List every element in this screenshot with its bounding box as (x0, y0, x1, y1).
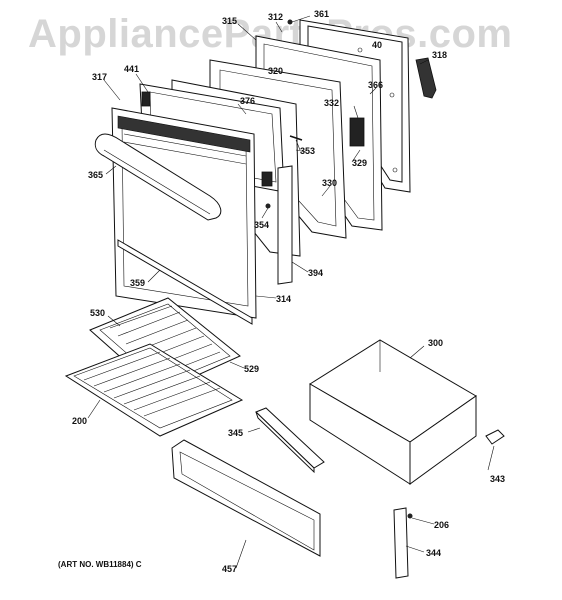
drawer-front-panel (171, 439, 321, 557)
label-366: 366 (368, 80, 383, 90)
label-361: 361 (314, 9, 329, 19)
art-number: (ART NO. WB11884) C (58, 560, 142, 569)
label-314: 314 (276, 294, 291, 304)
label-315: 315 (222, 16, 237, 26)
label-320: 320 (268, 66, 283, 76)
label-330: 330 (322, 178, 337, 188)
door-handle (94, 133, 222, 221)
label-343: 343 (490, 474, 505, 484)
door-side-channel (277, 165, 293, 285)
storage-drawer-body (309, 339, 477, 485)
label-365: 365 (88, 170, 103, 180)
label-344: 344 (426, 548, 441, 558)
label-300: 300 (428, 338, 443, 348)
door-bottom-trim (117, 239, 253, 325)
label-441: 441 (124, 64, 139, 74)
door-vent-strip (117, 115, 251, 153)
label-353: 353 (300, 146, 315, 156)
label-457: 457 (222, 564, 237, 574)
label-394: 394 (308, 268, 323, 278)
door-screw (265, 203, 271, 209)
label-329: 329 (352, 158, 367, 168)
label-200: 200 (72, 416, 87, 426)
label-345: 345 (228, 428, 243, 438)
door-top-screw (287, 19, 293, 25)
drawer-glide (485, 429, 505, 445)
label-317: 317 (92, 72, 107, 82)
oven-rack (64, 343, 244, 437)
label-530: 530 (90, 308, 105, 318)
drawer-front-frame (255, 407, 325, 474)
leader-lines (87, 15, 495, 569)
drawer-rail (393, 507, 409, 579)
drawer-screw (407, 513, 413, 519)
label-529: 529 (244, 364, 259, 374)
label-312: 312 (268, 12, 283, 22)
label-376: 376 (240, 96, 255, 106)
label-332: 332 (324, 98, 339, 108)
label-40: 40 (372, 40, 382, 50)
label-359: 359 (130, 278, 145, 288)
label-318: 318 (432, 50, 447, 60)
label-206: 206 (434, 520, 449, 530)
label-354: 354 (254, 220, 269, 230)
door-hinge-pin (289, 135, 303, 141)
door-gasket (415, 57, 437, 99)
